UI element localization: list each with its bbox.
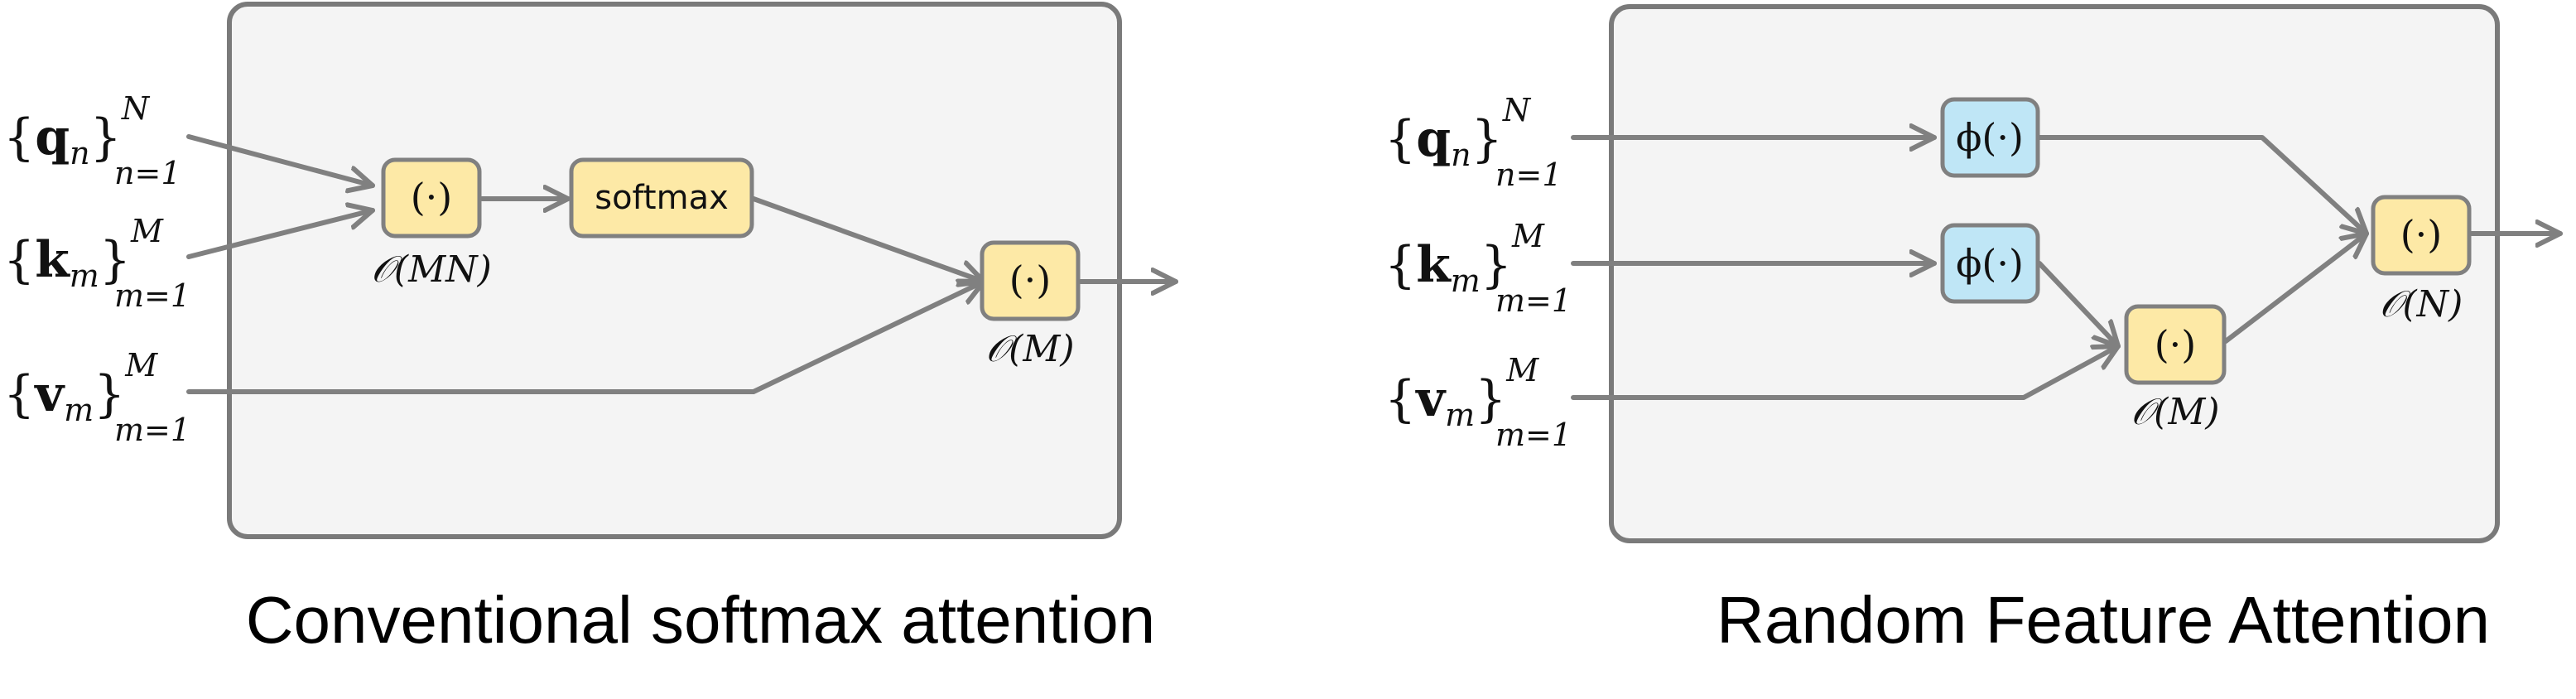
dot-product-node-kv-box [2124, 304, 2227, 385]
phi-k-node: ϕ(·) [1940, 223, 2040, 304]
phi-k-node-box [1940, 223, 2040, 304]
phi-k-node-label: ϕ(·) [1956, 241, 2024, 286]
softmax-node-label: softmax [595, 179, 729, 217]
edge-v-to-dot-kv [1571, 344, 2121, 400]
dot-product-node-v-box [980, 240, 1081, 321]
dot-product-node-v: (·) [980, 240, 1081, 321]
dot-product-node-kv-label: (·) [2155, 322, 2197, 367]
softmax-panel-background [227, 2, 1122, 539]
dot-product-node-qk-box [381, 157, 482, 239]
edge-v-to-dot2 [186, 282, 986, 394]
cost-label-kv: 𝒪(M) [2131, 391, 2219, 433]
rfa-panel-caption: Random Feature Attention [1717, 583, 2490, 657]
phi-q-node: ϕ(·) [1940, 97, 2040, 178]
phi-q-node-box [1940, 97, 2040, 178]
dot-product-node-v-label: (·) [1009, 258, 1052, 302]
edge-dot-kv-to-dot-out [2223, 231, 2369, 344]
dot-product-node-out-label: (·) [2400, 212, 2443, 257]
dot-product-node-out-box [2371, 195, 2472, 276]
edge-softmax-to-dot2 [751, 196, 986, 282]
softmax-node: softmax [569, 157, 754, 239]
cost-label-out: 𝒪(N) [2380, 283, 2463, 325]
cost-label-qk: 𝒪(MN) [371, 248, 492, 291]
softmax-panel-caption: Conventional softmax attention [246, 583, 1155, 657]
dot-product-node-out: (·) [2371, 195, 2472, 276]
dot-product-node-qk: (·) [381, 157, 482, 239]
edge-phi-q-to-dot-out [2037, 135, 2369, 236]
edge-phi-k-to-dot-kv [2037, 261, 2121, 349]
dot-product-node-qk-label: (·) [411, 175, 453, 219]
cost-label-v: 𝒪(M) [985, 328, 1074, 370]
phi-q-node-label: ϕ(·) [1956, 115, 2024, 160]
rfa-panel-background [1609, 4, 2500, 543]
softmax-node-box [569, 157, 754, 239]
edge-k-to-dot1 [186, 210, 375, 259]
dot-product-node-kv: (·) [2124, 304, 2227, 385]
edge-q-to-dot1 [186, 134, 375, 186]
